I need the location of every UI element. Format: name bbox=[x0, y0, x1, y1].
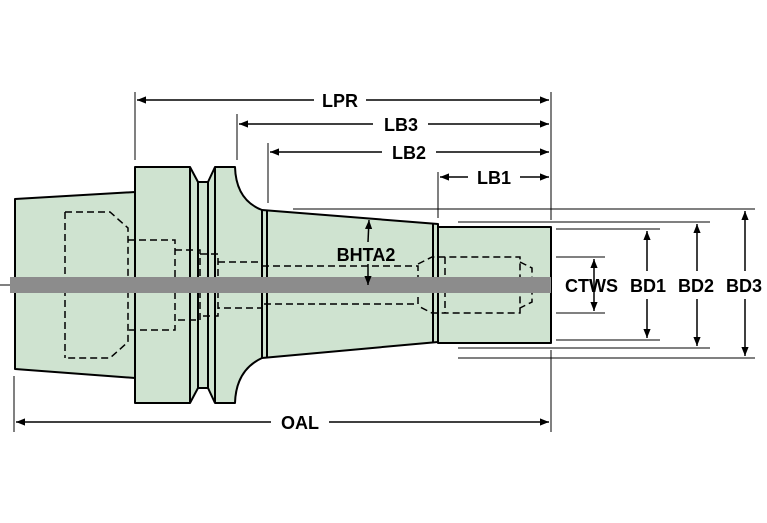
label-ctws: CTWS bbox=[565, 276, 618, 296]
label-lb3: LB3 bbox=[384, 115, 418, 135]
dimension-lb2: LB2 bbox=[270, 143, 549, 163]
label-bd3: BD3 bbox=[726, 276, 762, 296]
dimension-oal: OAL bbox=[16, 413, 549, 433]
label-lpr: LPR bbox=[322, 91, 358, 111]
extension-lines bbox=[13, 92, 755, 432]
dimension-bd2: BD2 bbox=[678, 224, 714, 346]
label-bd1: BD1 bbox=[630, 276, 666, 296]
dimension-ctws: CTWS bbox=[565, 259, 618, 311]
dimension-bd3: BD3 bbox=[726, 211, 762, 356]
dimension-bd1: BD1 bbox=[630, 231, 666, 338]
label-lb1: LB1 bbox=[477, 168, 511, 188]
label-bhta2: BHTA2 bbox=[337, 245, 396, 265]
label-lb2: LB2 bbox=[392, 143, 426, 163]
dimension-lb3: LB3 bbox=[239, 115, 549, 135]
label-bd2: BD2 bbox=[678, 276, 714, 296]
coolant-channel bbox=[10, 277, 551, 293]
dimension-lpr: LPR bbox=[137, 91, 549, 111]
tool-holder-body bbox=[0, 166, 552, 404]
dimension-bhta2: BHTA2 bbox=[337, 219, 396, 285]
label-oal: OAL bbox=[281, 413, 319, 433]
dimension-lb1: LB1 bbox=[440, 168, 549, 188]
